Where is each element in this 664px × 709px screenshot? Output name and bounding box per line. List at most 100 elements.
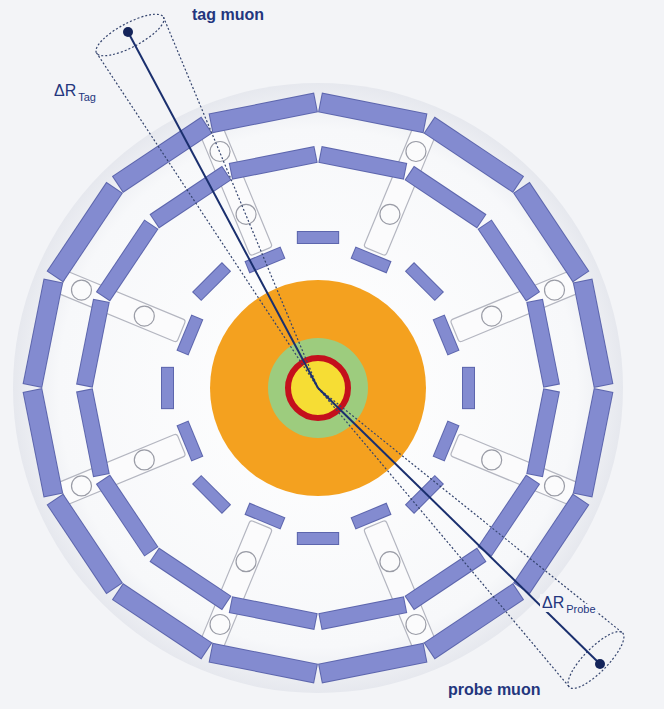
chamber-segment [55,500,114,588]
coil [134,450,154,470]
chamber-segment [118,592,206,651]
chamber-edge [439,317,454,353]
chamber-segment [103,225,150,296]
chamber-edge [521,187,581,276]
delta-r-subscript: Tag [77,92,97,103]
chamber-edge [409,479,439,509]
chamber-segment [231,605,315,622]
chamber-edge [320,653,426,674]
chamber-edge [103,224,152,297]
chamber-segment [183,318,197,352]
chamber-edge [154,555,227,604]
probe-dot [595,659,605,669]
chamber-segment [535,301,552,385]
chamber-segment [321,155,405,172]
chamber-segment [197,267,226,296]
chamber-edge [583,281,604,387]
probe-cone [318,388,631,696]
probe-track [318,388,600,664]
tag-dot [123,27,133,37]
chamber-edge [197,267,227,297]
chamber-edge [182,317,197,353]
chamber-edge [32,281,53,387]
chamber-edge [485,224,534,297]
chamber-edge [353,252,389,267]
chamber-edge [439,423,454,459]
chamber-segment [211,653,315,674]
chamber-segment [298,533,338,544]
chamber-edge [84,300,101,386]
chamber-segment [485,225,532,296]
chamber-segment [183,424,197,458]
chamber-segment [354,509,388,523]
chamber-segment [583,281,604,385]
chamber-edge [535,390,552,476]
delta-r-symbol: ΔR [540,594,566,612]
coil [210,615,230,635]
chamber-edge [535,300,552,386]
chamber-segment [211,103,315,124]
chamber-segment [298,232,338,243]
chamber-segment [103,480,150,551]
chamber-edge [197,479,227,509]
chamber-segment [535,391,552,475]
chamber-segment [583,391,604,495]
chamber-segment [321,653,425,674]
chamber-edge [409,173,482,222]
chamber-segment [485,480,532,551]
chamber-edge [409,555,482,604]
chamber-edge [462,367,475,409]
chamber-segment [55,188,114,276]
chamber-segment [85,391,102,475]
coil [236,204,256,224]
chamber-segment [354,253,388,267]
chamber-edge [429,591,518,651]
chamber-edge [211,102,317,123]
chamber-edge [297,231,339,244]
chamber-edge [161,367,174,409]
coil [482,450,502,470]
chamber-segment [439,318,453,352]
coil [406,615,426,635]
coil [210,141,230,161]
chamber-segment [197,480,226,509]
coil [134,306,154,326]
coil [236,552,256,572]
chamber-segment [522,500,581,588]
chamber-segment [85,301,102,385]
chamber-edge [55,499,115,588]
coil [482,306,502,326]
chamber-segment [439,424,453,458]
chamber-edge [230,605,316,622]
chamber-edge [409,267,439,297]
chamber-segment [155,555,226,602]
chamber-segment [248,509,282,523]
chamber-edge [103,479,152,552]
muon-chambers [32,102,603,673]
coil [406,141,426,161]
chamber-edge [320,102,426,123]
probe-label: probe muon [448,682,540,698]
tag-label: tag muon [192,7,264,23]
coil [71,280,91,300]
chamber-edge [429,125,518,185]
chamber-edge [55,187,115,276]
chamber-edge [297,532,339,545]
chamber-edge [117,591,206,651]
chamber-segment [321,605,405,622]
chamber-edge [521,499,581,588]
chamber-segment [410,480,439,509]
coil [545,280,565,300]
chamber-edge [230,154,316,171]
delta-r-symbol: ΔR [52,82,78,100]
chamber-segment [231,155,315,172]
chamber-edge [320,605,406,622]
chamber-segment [321,103,425,124]
chamber-segment [430,592,518,651]
chamber-edge [211,653,317,674]
coil [71,476,91,496]
chamber-segment [33,391,54,495]
chamber-edge [353,509,389,524]
chamber-segment [410,173,481,220]
